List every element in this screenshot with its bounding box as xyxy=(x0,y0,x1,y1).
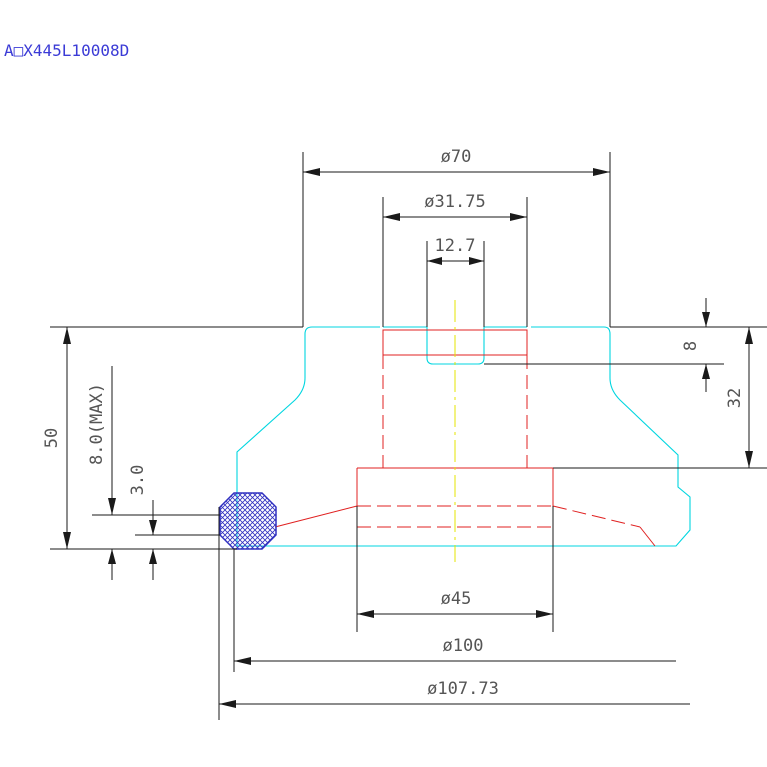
dim-offset-3: 3.0 xyxy=(128,465,148,496)
dim-height-50: 50 xyxy=(42,428,62,448)
part-outline xyxy=(236,326,691,547)
o-ring-section xyxy=(219,492,277,550)
dimension-labels: ø70 ø31.75 12.7 8 32 50 8.0(MAX) 3.0 ø45… xyxy=(42,147,745,699)
hidden-lines xyxy=(274,329,656,547)
dim-width-12-7: 12.7 xyxy=(435,236,476,256)
dim-depth-8: 8 xyxy=(681,341,701,351)
dim-dia-70: ø70 xyxy=(441,147,472,167)
dim-max-8: 8.0(MAX) xyxy=(87,383,107,465)
dim-dia-100: ø100 xyxy=(443,636,484,656)
dim-height-32: 32 xyxy=(725,388,745,408)
dimension-lines xyxy=(50,152,767,720)
drawing-title: A□X445L10008D xyxy=(4,41,129,60)
dim-dia-107-73: ø107.73 xyxy=(427,679,499,699)
dim-dia-31-75: ø31.75 xyxy=(424,192,485,212)
dim-dia-45: ø45 xyxy=(441,589,472,609)
